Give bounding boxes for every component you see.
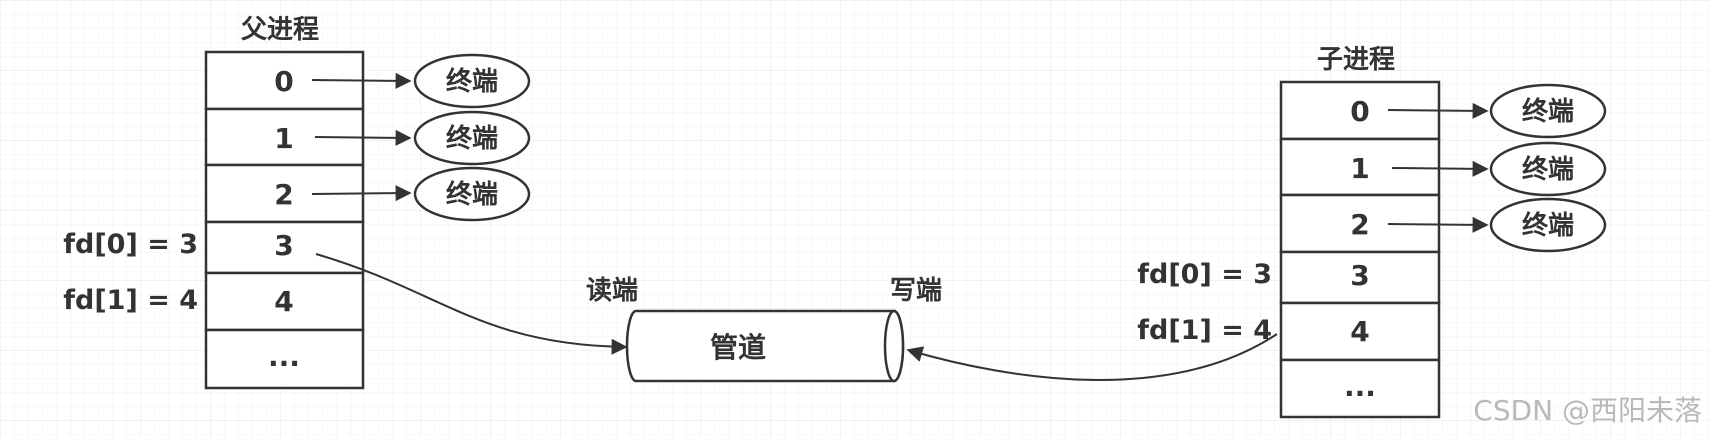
parent-fd-value-3: 3 bbox=[274, 229, 293, 262]
child-fd-cell-4 bbox=[1279, 301, 1441, 362]
parent-read-arrow bbox=[315, 253, 628, 355]
parent-fd-value-1: 1 bbox=[274, 122, 293, 155]
child-fd-value-1: 1 bbox=[1350, 152, 1369, 185]
parent-arrow-2 bbox=[311, 185, 412, 202]
child-terminal-2 bbox=[1489, 197, 1607, 253]
parent-fd1-label: fd[1] = 4 bbox=[63, 285, 198, 316]
child-fd0-label: fd[0] = 3 bbox=[1137, 259, 1272, 290]
parent-fd-value-4: 4 bbox=[274, 285, 293, 318]
child-fd-value-more: ... bbox=[1344, 370, 1376, 403]
parent-fd-table: 0 1 2 3 4 ... bbox=[204, 50, 365, 390]
parent-terminal-2 bbox=[413, 166, 531, 222]
child-fd-table: 0 1 2 3 4 ... bbox=[1279, 80, 1441, 419]
parent-terminal-0 bbox=[413, 53, 531, 109]
child-write-arrow bbox=[906, 333, 1278, 381]
child-fd-cell-more bbox=[1279, 358, 1441, 419]
parent-fd-cell-more bbox=[204, 328, 365, 390]
child-terminal-2-label: 终端 bbox=[1522, 210, 1574, 241]
parent-fd0-label: fd[0] = 3 bbox=[63, 229, 198, 260]
child-arrow-2 bbox=[1387, 216, 1489, 233]
parent-terminal-0-label: 终端 bbox=[446, 66, 498, 97]
child-fd-value-2: 2 bbox=[1350, 208, 1369, 241]
parent-fd-value-more: ... bbox=[268, 340, 300, 373]
child-arrow-1 bbox=[1391, 160, 1489, 177]
pipe-label: 管道 bbox=[710, 331, 766, 364]
parent-process-title: 父进程 bbox=[241, 15, 319, 45]
child-fd-value-0: 0 bbox=[1350, 95, 1369, 128]
child-terminal-1 bbox=[1489, 141, 1607, 197]
child-fd-cell-3 bbox=[1279, 250, 1441, 305]
child-arrow-0 bbox=[1387, 102, 1489, 119]
parent-terminal-2-label: 终端 bbox=[446, 179, 498, 210]
parent-terminal-1 bbox=[413, 110, 531, 166]
child-process-title: 子进程 bbox=[1317, 45, 1395, 75]
child-terminal-1-label: 终端 bbox=[1522, 154, 1574, 185]
child-fd-value-4: 4 bbox=[1350, 315, 1369, 348]
parent-arrow-0 bbox=[311, 72, 412, 89]
child-fd-value-3: 3 bbox=[1350, 259, 1369, 292]
pipe-read-end-label: 读端 bbox=[586, 276, 638, 306]
parent-fd-value-2: 2 bbox=[274, 178, 293, 211]
child-fd1-label: fd[1] = 4 bbox=[1137, 315, 1272, 346]
parent-terminal-1-label: 终端 bbox=[446, 123, 498, 154]
parent-arrow-1 bbox=[314, 129, 412, 146]
parent-fd-value-0: 0 bbox=[274, 65, 293, 98]
child-fd-cell-1 bbox=[1279, 137, 1441, 197]
pipe-cylinder bbox=[625, 309, 905, 383]
child-terminal-0-label: 终端 bbox=[1522, 96, 1574, 127]
pipe-write-end-label: 写端 bbox=[890, 276, 942, 306]
child-terminal-0 bbox=[1489, 83, 1607, 139]
watermark: CSDN @西阳未落 bbox=[1473, 394, 1702, 427]
